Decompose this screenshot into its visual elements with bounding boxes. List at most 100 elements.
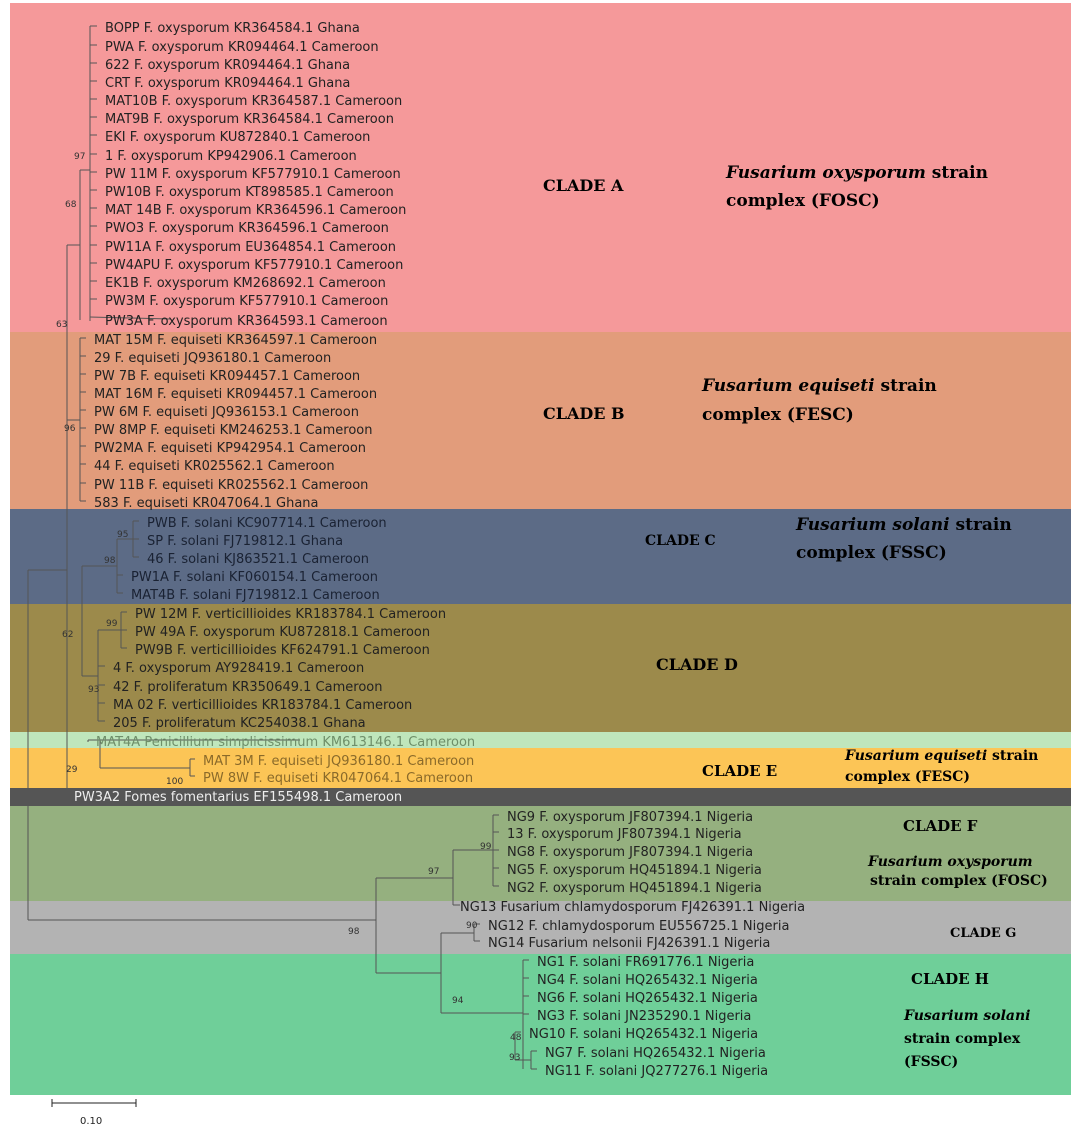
- leaf-label: 29 F. equiseti JQ936180.1 Cameroon: [94, 351, 331, 366]
- clade-e-label: CLADE E: [702, 762, 777, 780]
- leaf-label: PWA F. oxysporum KR094464.1 Cameroon: [105, 40, 379, 55]
- leaf-label: EK1B F. oxysporum KM268692.1 Cameroon: [105, 276, 386, 291]
- leaf-label: BOPP F. oxysporum KR364584.1 Ghana: [105, 21, 360, 36]
- bootstrap-value: 29: [66, 765, 78, 775]
- bootstrap-value: 90: [466, 921, 478, 931]
- leaf-label: PW 8W F. equiseti KR047064.1 Cameroon: [203, 771, 473, 786]
- tree-branches: [27, 25, 537, 1070]
- leaf-label: NG10 F. solani HQ265432.1 Nigeria: [529, 1027, 758, 1042]
- clade-h-band: [10, 954, 1071, 1095]
- clade-d-label: CLADE D: [656, 655, 738, 674]
- complex-a-line2: complex (FOSC): [726, 191, 880, 211]
- bootstrap-value: 97: [428, 867, 439, 877]
- bootstrap-value: 96: [64, 424, 76, 434]
- leaf-label: NG12 F. chlamydosporum EU556725.1 Nigeri…: [488, 919, 789, 934]
- leaf-label: PW9B F. verticillioides KF624791.1 Camer…: [135, 643, 430, 658]
- leaf-label: NG11 F. solani JQ277276.1 Nigeria: [545, 1064, 768, 1079]
- bootstrap-value: 94: [452, 996, 464, 1006]
- leaf-label: CRT F. oxysporum KR094464.1 Ghana: [105, 76, 350, 91]
- clade-b-label: CLADE B: [543, 404, 625, 423]
- leaf-label: MAT 3M F. equiseti JQ936180.1 Cameroon: [203, 754, 474, 769]
- leaf-label: PW 8MP F. equiseti KM246253.1 Cameroon: [94, 423, 372, 438]
- leaf-label: MAT9B F. oxysporum KR364584.1 Cameroon: [105, 112, 394, 127]
- complex-b-line1: Fusarium equiseti strain: [701, 376, 937, 396]
- leaf-label: MAT 14B F. oxysporum KR364596.1 Cameroon: [105, 203, 406, 218]
- penicillium-band: [10, 732, 1071, 748]
- leaf-label: PW3A F. oxysporum KR364593.1 Cameroon: [105, 314, 388, 329]
- complex-h-line3: (FSSC): [904, 1054, 958, 1070]
- leaf-label: PW3A2 Fomes fomentarius EF155498.1 Camer…: [74, 790, 402, 805]
- complex-a-line1: Fusarium oxysporum strain: [725, 163, 988, 183]
- clade-a-label: CLADE A: [543, 176, 624, 195]
- leaf-label: 46 F. solani KJ863521.1 Cameroon: [147, 552, 369, 567]
- complex-f-line2: strain complex (FOSC): [870, 873, 1048, 889]
- scale-bar-label: 0.10: [80, 1116, 102, 1127]
- bootstrap-value: 99: [106, 619, 118, 629]
- bootstrap-value: 68: [65, 200, 77, 210]
- leaf-label: PW11A F. oxysporum EU364854.1 Cameroon: [105, 240, 396, 255]
- leaf-label: PW3M F. oxysporum KF577910.1 Cameroon: [105, 294, 388, 309]
- leaf-label: 622 F. oxysporum KR094464.1 Ghana: [105, 58, 350, 73]
- bootstrap-value: 93: [88, 685, 99, 695]
- leaf-label: NG5 F. oxysporum HQ451894.1 Nigeria: [507, 863, 762, 878]
- leaf-label: 205 F. proliferatum KC254038.1 Ghana: [113, 716, 366, 731]
- leaf-label: MA 02 F. verticillioides KR183784.1 Came…: [113, 698, 412, 713]
- leaf-label: NG4 F. solani HQ265432.1 Nigeria: [537, 973, 758, 988]
- bootstrap-value: 95: [117, 530, 128, 540]
- clade-h-label: CLADE H: [911, 970, 989, 988]
- fomes-band: [10, 788, 1071, 806]
- clade-a-band: [10, 3, 1071, 332]
- bootstrap-value: 63: [56, 320, 67, 330]
- leaf-label: 13 F. oxysporum JF807394.1 Nigeria: [507, 827, 742, 842]
- bootstrap-value: 62: [62, 630, 73, 640]
- complex-b-line2: complex (FESC): [702, 405, 854, 425]
- leaf-label: 42 F. proliferatum KR350649.1 Cameroon: [113, 680, 382, 695]
- leaf-label: 44 F. equiseti KR025562.1 Cameroon: [94, 459, 335, 474]
- leaf-label: PW 6M F. equiseti JQ936153.1 Cameroon: [94, 405, 359, 420]
- complex-f-line1: Fusarium oxysporum: [867, 854, 1033, 870]
- leaf-label: NG9 F. oxysporum JF807394.1 Nigeria: [507, 810, 753, 825]
- leaf-label: MAT 15M F. equiseti KR364597.1 Cameroon: [94, 333, 377, 348]
- leaf-label: NG13 Fusarium chlamydosporum FJ426391.1 …: [460, 900, 805, 915]
- clade-g-band: [10, 901, 1071, 954]
- leaf-label: NG7 F. solani HQ265432.1 Nigeria: [545, 1046, 766, 1061]
- leaf-label: 4 F. oxysporum AY928419.1 Cameroon: [113, 661, 364, 676]
- clade-c-label: CLADE C: [645, 533, 716, 549]
- clade-labels: CLADE A CLADE B CLADE C CLADE D CLADE E …: [543, 176, 1016, 988]
- scale-bar: 0.10: [51, 1099, 137, 1127]
- leaf-label: PWO3 F. oxysporum KR364596.1 Cameroon: [105, 221, 389, 236]
- leaf-label: PW 12M F. verticillioides KR183784.1 Cam…: [135, 607, 446, 622]
- bootstrap-value: 99: [480, 842, 492, 852]
- bootstrap-value: 98: [104, 556, 116, 566]
- leaf-label: SP F. solani FJ719812.1 Ghana: [147, 534, 343, 549]
- leaf-label: PW1A F. solani KF060154.1 Cameroon: [131, 570, 378, 585]
- leaf-label: NG2 F. oxysporum HQ451894.1 Nigeria: [507, 881, 762, 896]
- leaf-label: PWB F. solani KC907714.1 Cameroon: [147, 516, 387, 531]
- clade-f-label: CLADE F: [903, 817, 978, 835]
- leaf-label: PW 11B F. equiseti KR025562.1 Cameroon: [94, 478, 368, 493]
- bootstrap-value: 93: [509, 1053, 520, 1063]
- leaf-label: MAT4B F. solani FJ719812.1 Cameroon: [131, 588, 380, 603]
- leaf-label: NG8 F. oxysporum JF807394.1 Nigeria: [507, 845, 753, 860]
- leaf-label: NG14 Fusarium nelsonii FJ426391.1 Nigeri…: [488, 936, 770, 951]
- bootstrap-value: 100: [166, 777, 183, 787]
- complex-e-line2: complex (FESC): [845, 769, 970, 785]
- clade-b-band: [10, 332, 1071, 509]
- clade-g-label: CLADE G: [950, 926, 1016, 941]
- leaf-label: MAT 16M F. equiseti KR094457.1 Cameroon: [94, 387, 377, 402]
- bootstrap-value: 48: [510, 1033, 522, 1043]
- leaf-label: MAT10B F. oxysporum KR364587.1 Cameroon: [105, 94, 402, 109]
- leaf-label: NG1 F. solani FR691776.1 Nigeria: [537, 955, 754, 970]
- leaf-label: 1 F. oxysporum KP942906.1 Cameroon: [105, 149, 357, 164]
- leaf-label: EKI F. oxysporum KU872840.1 Cameroon: [105, 130, 370, 145]
- leaf-label: PW 49A F. oxysporum KU872818.1 Cameroon: [135, 625, 430, 640]
- leaf-label: 583 F. equiseti KR047064.1 Ghana: [94, 496, 319, 511]
- clade-backgrounds: [10, 3, 1071, 1095]
- complex-e-line1: Fusarium equiseti strain: [844, 748, 1038, 764]
- clade-c-band: [10, 509, 1071, 604]
- bootstrap-value: 97: [74, 152, 85, 162]
- leaf-label: NG3 F. solani JN235290.1 Nigeria: [537, 1009, 751, 1024]
